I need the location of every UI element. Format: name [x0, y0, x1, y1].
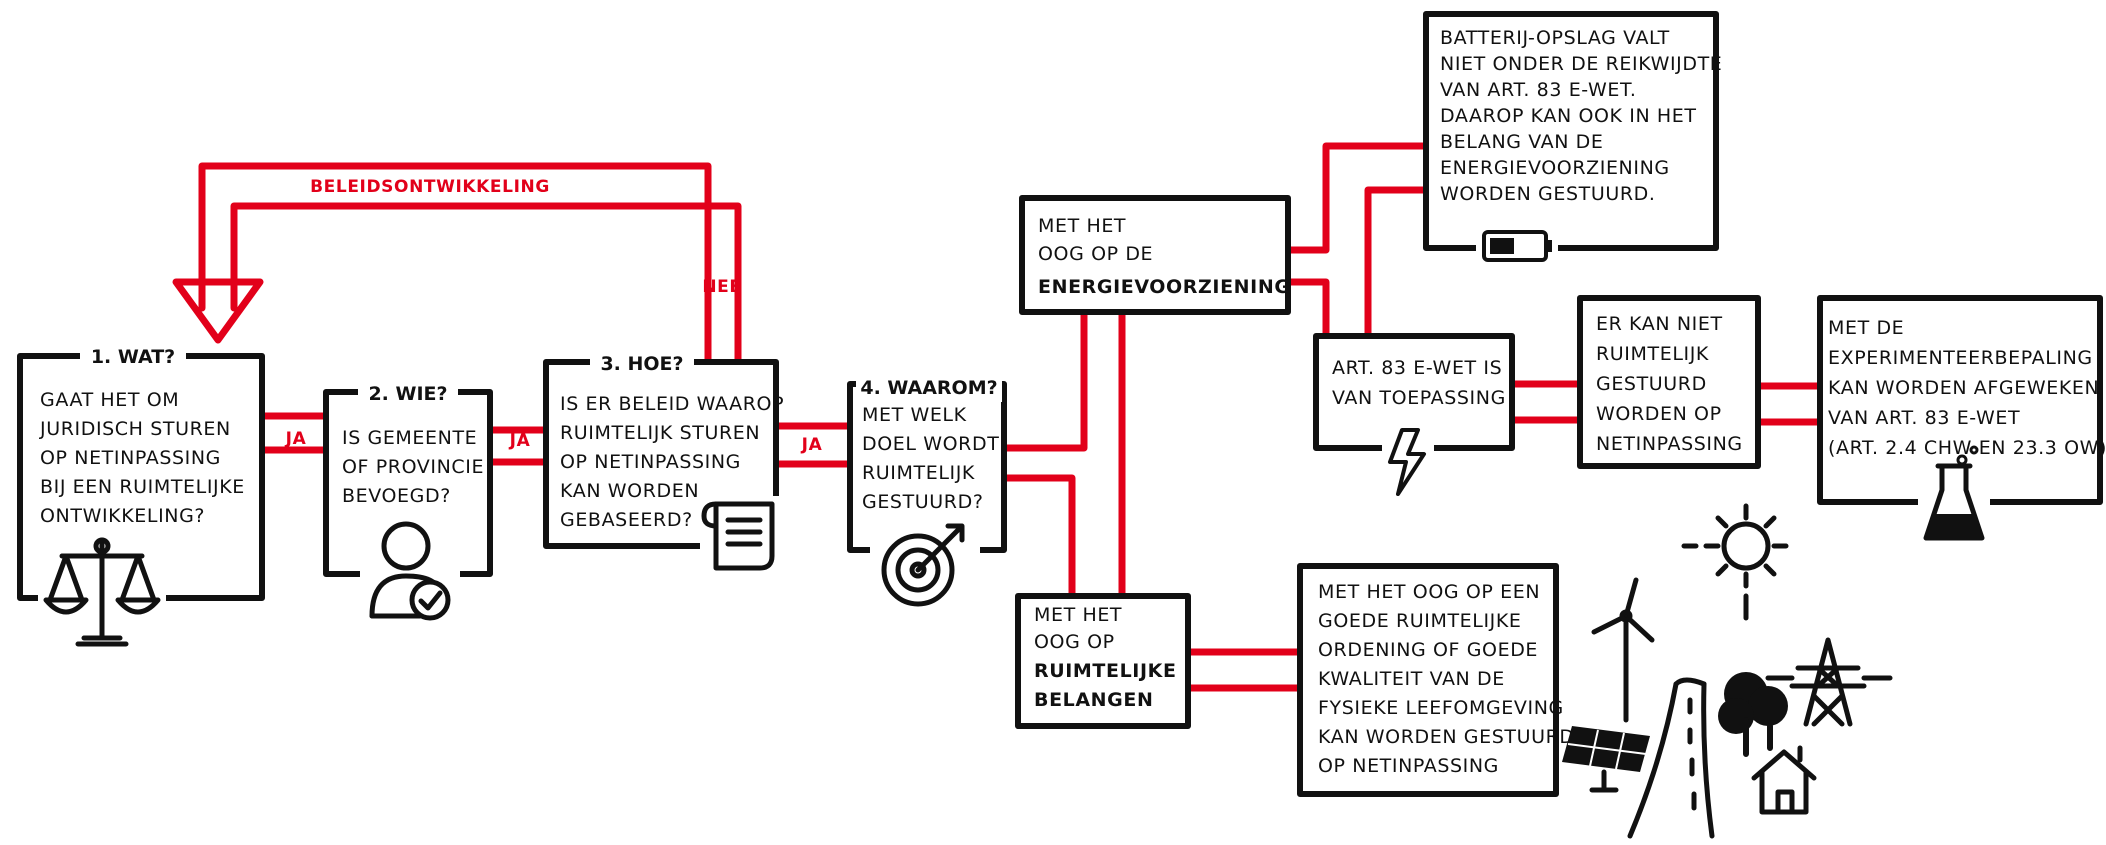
- connector-label-ja-2: JA: [509, 431, 531, 451]
- box-hoe-header: 3. HOE?: [600, 353, 683, 375]
- svg-text:BATTERIJ-OPSLAG VALT NIE: BATTERIJ-OPSLAG VALT NIET ONDER DE REIKW…: [1440, 27, 1729, 205]
- svg-text:MET WELK DOEL WORDT: MET WELK DOEL WORDT RUIMTELIJK GESTUURD?: [862, 404, 1006, 513]
- svg-text:IS GEMEENTE OF PROVINCIE: IS GEMEENTE OF PROVINCIE BEVOEGD?: [342, 427, 491, 507]
- target-arrow-icon: [881, 523, 965, 607]
- connector-label-beleidsontwikkeling: BELEIDSONTWIKKELING: [310, 177, 550, 197]
- box-wat-header: 1. WAT?: [91, 346, 175, 368]
- svg-text:ER KAN NIET RUIMTELIJK: ER KAN NIET RUIMTELIJK GESTUURD WORDEN O…: [1596, 313, 1743, 455]
- box-ruimtelijke-belangen: MET HET OOG OP RUIMTELIJKE BELANGEN: [1015, 593, 1191, 729]
- scroll-document-icon: [701, 501, 775, 571]
- svg-text:MET HET OOG OP: MET HET OOG OP: [1034, 604, 1129, 653]
- box-wat: 1. WAT? GAAT HET OM JURIDISCH STUREN OP …: [17, 340, 265, 648]
- box-energievoorziening-bold: ENERGIEVOORZIENING: [1038, 276, 1291, 298]
- trees-icon: [1718, 672, 1788, 757]
- sun-icon: [1681, 503, 1789, 621]
- connector-label-ja-1: JA: [285, 429, 307, 449]
- road-icon: [1627, 677, 1715, 839]
- solar-panel-icon: [1562, 726, 1650, 793]
- svg-text:MET HET OOG OP DE: MET HET OOG OP DE: [1038, 215, 1153, 265]
- wind-turbine-icon: [1591, 577, 1655, 723]
- svg-text:MET DE EXPERIMENTEERBEPA: MET DE EXPERIMENTEERBEPALING KAN WORDEN …: [1828, 317, 2106, 459]
- box-experimenteerbepaling: MET DE EXPERIMENTEERBEPALING KAN WORDEN …: [1817, 295, 2106, 552]
- scales-icon: [43, 537, 161, 647]
- box-wie-header: 2. WIE?: [368, 383, 447, 405]
- box-energievoorziening: MET HET OOG OP DE ENERGIEVOORZIENING: [1019, 195, 1291, 315]
- connector-label-nee: NEE: [702, 277, 741, 297]
- box-art83: ART. 83 E-WET IS VAN TOEPASSING: [1313, 333, 1515, 496]
- house-icon: [1751, 745, 1817, 815]
- box-niet-sturen: ER KAN NIET RUIMTELIJK GESTUURD WORDEN O…: [1577, 295, 1761, 469]
- landscape-illustration: [1562, 503, 1893, 839]
- box-waarom-header: 4. WAAROM?: [860, 377, 997, 399]
- box-batterij: BATTERIJ-OPSLAG VALT NIET ONDER DE REIKW…: [1423, 11, 1729, 266]
- connector-label-ja-3: JA: [801, 435, 823, 455]
- pylon-icon: [1765, 637, 1893, 727]
- svg-text:ART. 83 E-WET IS VAN TOE: ART. 83 E-WET IS VAN TOEPASSING: [1332, 357, 1509, 409]
- svg-text:GAAT HET OM JURIDISCH ST: GAAT HET OM JURIDISCH STUREN OP NETINPAS…: [39, 389, 252, 527]
- lightning-icon: [1388, 428, 1426, 496]
- svg-text:MET HET OOG OP EEN GOEDE: MET HET OOG OP EEN GOEDE RUIMTELIJKE ORD…: [1318, 581, 1581, 777]
- box-ruimtelijke-ordening: MET HET OOG OP EEN GOEDE RUIMTELIJKE ORD…: [1297, 563, 1581, 797]
- box-waarom: 4. WAAROM? MET WELK DOEL WORDT RUIMTELIJ…: [847, 372, 1007, 616]
- svg-text:RUIMTELIJKE BELANGEN: RUIMTELIJKE BELANGEN: [1034, 660, 1184, 711]
- box-wie: 2. WIE? IS GEMEENTE OF PROVINCIE BEVOEGD…: [323, 378, 493, 622]
- connector-lines: [172, 142, 1824, 692]
- svg-text:IS ER BELEID WAAROP RUIM: IS ER BELEID WAAROP RUIMTELIJK STUREN OP…: [560, 393, 791, 531]
- battery-icon: [1482, 230, 1552, 262]
- box-hoe: 3. HOE? IS ER BELEID WAAROP RUIMTELIJK S…: [543, 348, 791, 574]
- verified-user-icon: [369, 521, 451, 621]
- flask-icon: [1923, 445, 1985, 541]
